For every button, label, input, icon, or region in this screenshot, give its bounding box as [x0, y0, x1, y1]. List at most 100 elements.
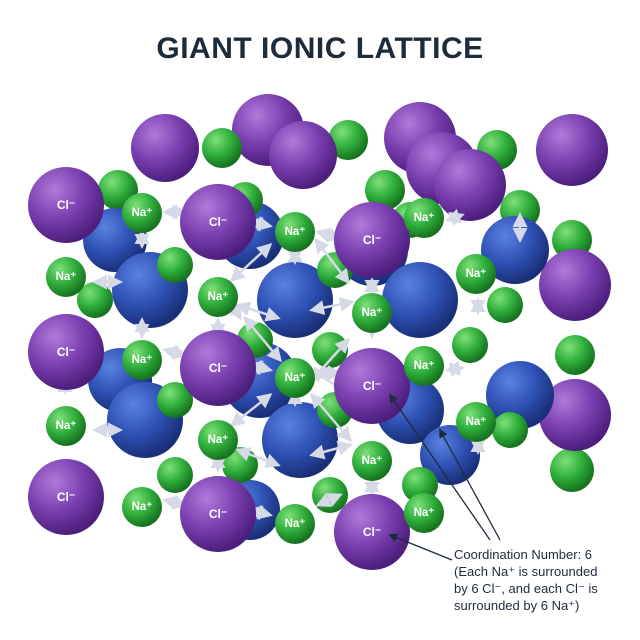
bond-arrow: [445, 208, 465, 227]
annotation-pointers: [388, 393, 501, 561]
sodium-ion: [202, 128, 242, 168]
sodium-ion: Na⁺: [456, 254, 496, 294]
chloride-ion-inner: [420, 425, 480, 485]
sodium-ion: [157, 457, 193, 493]
chloride-ion: [434, 149, 506, 221]
sodium-label: Na⁺: [466, 268, 487, 280]
sodium-ion: [157, 382, 193, 418]
sodium-label: Na⁺: [466, 416, 487, 428]
front-layer: Cl⁻ Cl⁻ Cl⁻ Cl⁻ Cl⁻ Cl⁻ Cl⁻ Cl⁻ Cl⁻ Na⁺ Na⁺ Na⁺ Na⁺ N…: [28, 167, 496, 570]
sodium-ion: Na⁺: [404, 198, 444, 238]
chloride-ion: [131, 114, 199, 182]
sodium-ion: [328, 120, 368, 160]
bond-arrow: [243, 315, 282, 363]
chloride-label: Cl⁻: [209, 507, 227, 521]
sodium-label: Na⁺: [132, 354, 153, 366]
bond-arrow: [162, 344, 188, 361]
sodium-ion: Na⁺: [404, 346, 444, 386]
chloride-ion: Cl⁻: [334, 202, 410, 278]
note-line: by 6 Cl⁻, and each Cl⁻ is: [454, 581, 598, 596]
chloride-label: Cl⁻: [57, 198, 75, 212]
coordination-note: Coordination Number: 6 (Each Na⁺ is surr…: [454, 546, 634, 614]
sodium-ion: [452, 327, 488, 363]
sodium-ion: Na⁺: [198, 420, 238, 460]
chloride-ion-inner: [382, 262, 458, 338]
chloride-ion: Cl⁻: [28, 314, 104, 390]
diagram-title: GIANT IONIC LATTICE: [156, 32, 484, 65]
chloride-label: Cl⁻: [363, 379, 381, 393]
sodium-ion: Na⁺: [404, 493, 444, 533]
chloride-ion: Cl⁻: [334, 348, 410, 424]
sodium-label: Na⁺: [285, 226, 306, 238]
sodium-ion: [365, 170, 405, 210]
chloride-ion-inner: [486, 361, 554, 429]
sodium-ion: Na⁺: [122, 487, 162, 527]
chloride-ion: [539, 249, 611, 321]
chloride-ion: [539, 379, 611, 451]
note-line: (Each Na⁺ is surrounded: [454, 564, 598, 579]
sodium-ion: [550, 448, 594, 492]
sodium-ion: Na⁺: [122, 340, 162, 380]
note-line: surrounded by 6 Na⁺): [454, 598, 580, 613]
sodium-label: Na⁺: [285, 518, 306, 530]
sodium-ion: [492, 412, 528, 448]
sodium-label: Na⁺: [132, 207, 153, 219]
chloride-ion-inner: [481, 216, 549, 284]
sodium-ion: Na⁺: [122, 193, 162, 233]
pointer-arrow: [388, 533, 453, 561]
sodium-ion: Na⁺: [275, 504, 315, 544]
sodium-ion: [487, 287, 523, 323]
sodium-ion: [312, 477, 348, 513]
pointer-arrow: [388, 393, 491, 541]
chloride-ion: Cl⁻: [180, 476, 256, 552]
sodium-ion: Na⁺: [352, 293, 392, 333]
bond-arrow: [314, 237, 350, 285]
bond-arrow: [229, 242, 273, 283]
sodium-ion: Na⁺: [46, 406, 86, 446]
sodium-ion: Na⁺: [275, 358, 315, 398]
sodium-label: Na⁺: [414, 507, 435, 519]
bond-arrow: [309, 440, 353, 460]
chloride-ion: [536, 114, 608, 186]
bond-arrow: [235, 447, 281, 468]
chloride-label: Cl⁻: [57, 490, 75, 504]
sodium-label: Na⁺: [208, 291, 229, 303]
chloride-ion: Cl⁻: [180, 184, 256, 260]
chloride-ion: [269, 121, 337, 189]
chloride-label: Cl⁻: [209, 215, 227, 229]
sodium-label: Na⁺: [132, 501, 153, 513]
sodium-label: Na⁺: [414, 360, 435, 372]
sodium-label: Na⁺: [362, 307, 383, 319]
sodium-ion: [77, 282, 113, 318]
bond-arrow: [315, 493, 343, 507]
back-layer: [98, 94, 611, 492]
bond-arrow: [445, 360, 465, 378]
sodium-label: Na⁺: [414, 212, 435, 224]
chloride-label: Cl⁻: [363, 233, 381, 247]
chloride-ion: Cl⁻: [28, 167, 104, 243]
sodium-ion: Na⁺: [46, 257, 86, 297]
sodium-ion: Na⁺: [198, 277, 238, 317]
sodium-label: Na⁺: [208, 434, 229, 446]
chloride-ion: Cl⁻: [28, 459, 104, 535]
chloride-ion: Cl⁻: [334, 494, 410, 570]
bond-arrow: [309, 296, 355, 316]
bond-arrow: [229, 393, 273, 427]
bond-arrow: [310, 392, 352, 443]
pointer-arrow: [439, 428, 501, 541]
sodium-ion: [555, 335, 595, 375]
sodium-ion: Na⁺: [456, 402, 496, 442]
sodium-label: Na⁺: [56, 271, 77, 283]
sodium-label: Na⁺: [362, 455, 383, 467]
chloride-label: Cl⁻: [363, 525, 381, 539]
chloride-ion: Cl⁻: [180, 330, 256, 406]
sodium-ion: [157, 247, 193, 283]
note-line: Coordination Number: 6: [454, 547, 593, 562]
sodium-label: Na⁺: [56, 420, 77, 432]
chloride-label: Cl⁻: [209, 361, 227, 375]
sodium-label: Na⁺: [285, 372, 306, 384]
chloride-label: Cl⁻: [57, 345, 75, 359]
sodium-ion: Na⁺: [275, 212, 315, 252]
sodium-ion: Na⁺: [352, 441, 392, 481]
